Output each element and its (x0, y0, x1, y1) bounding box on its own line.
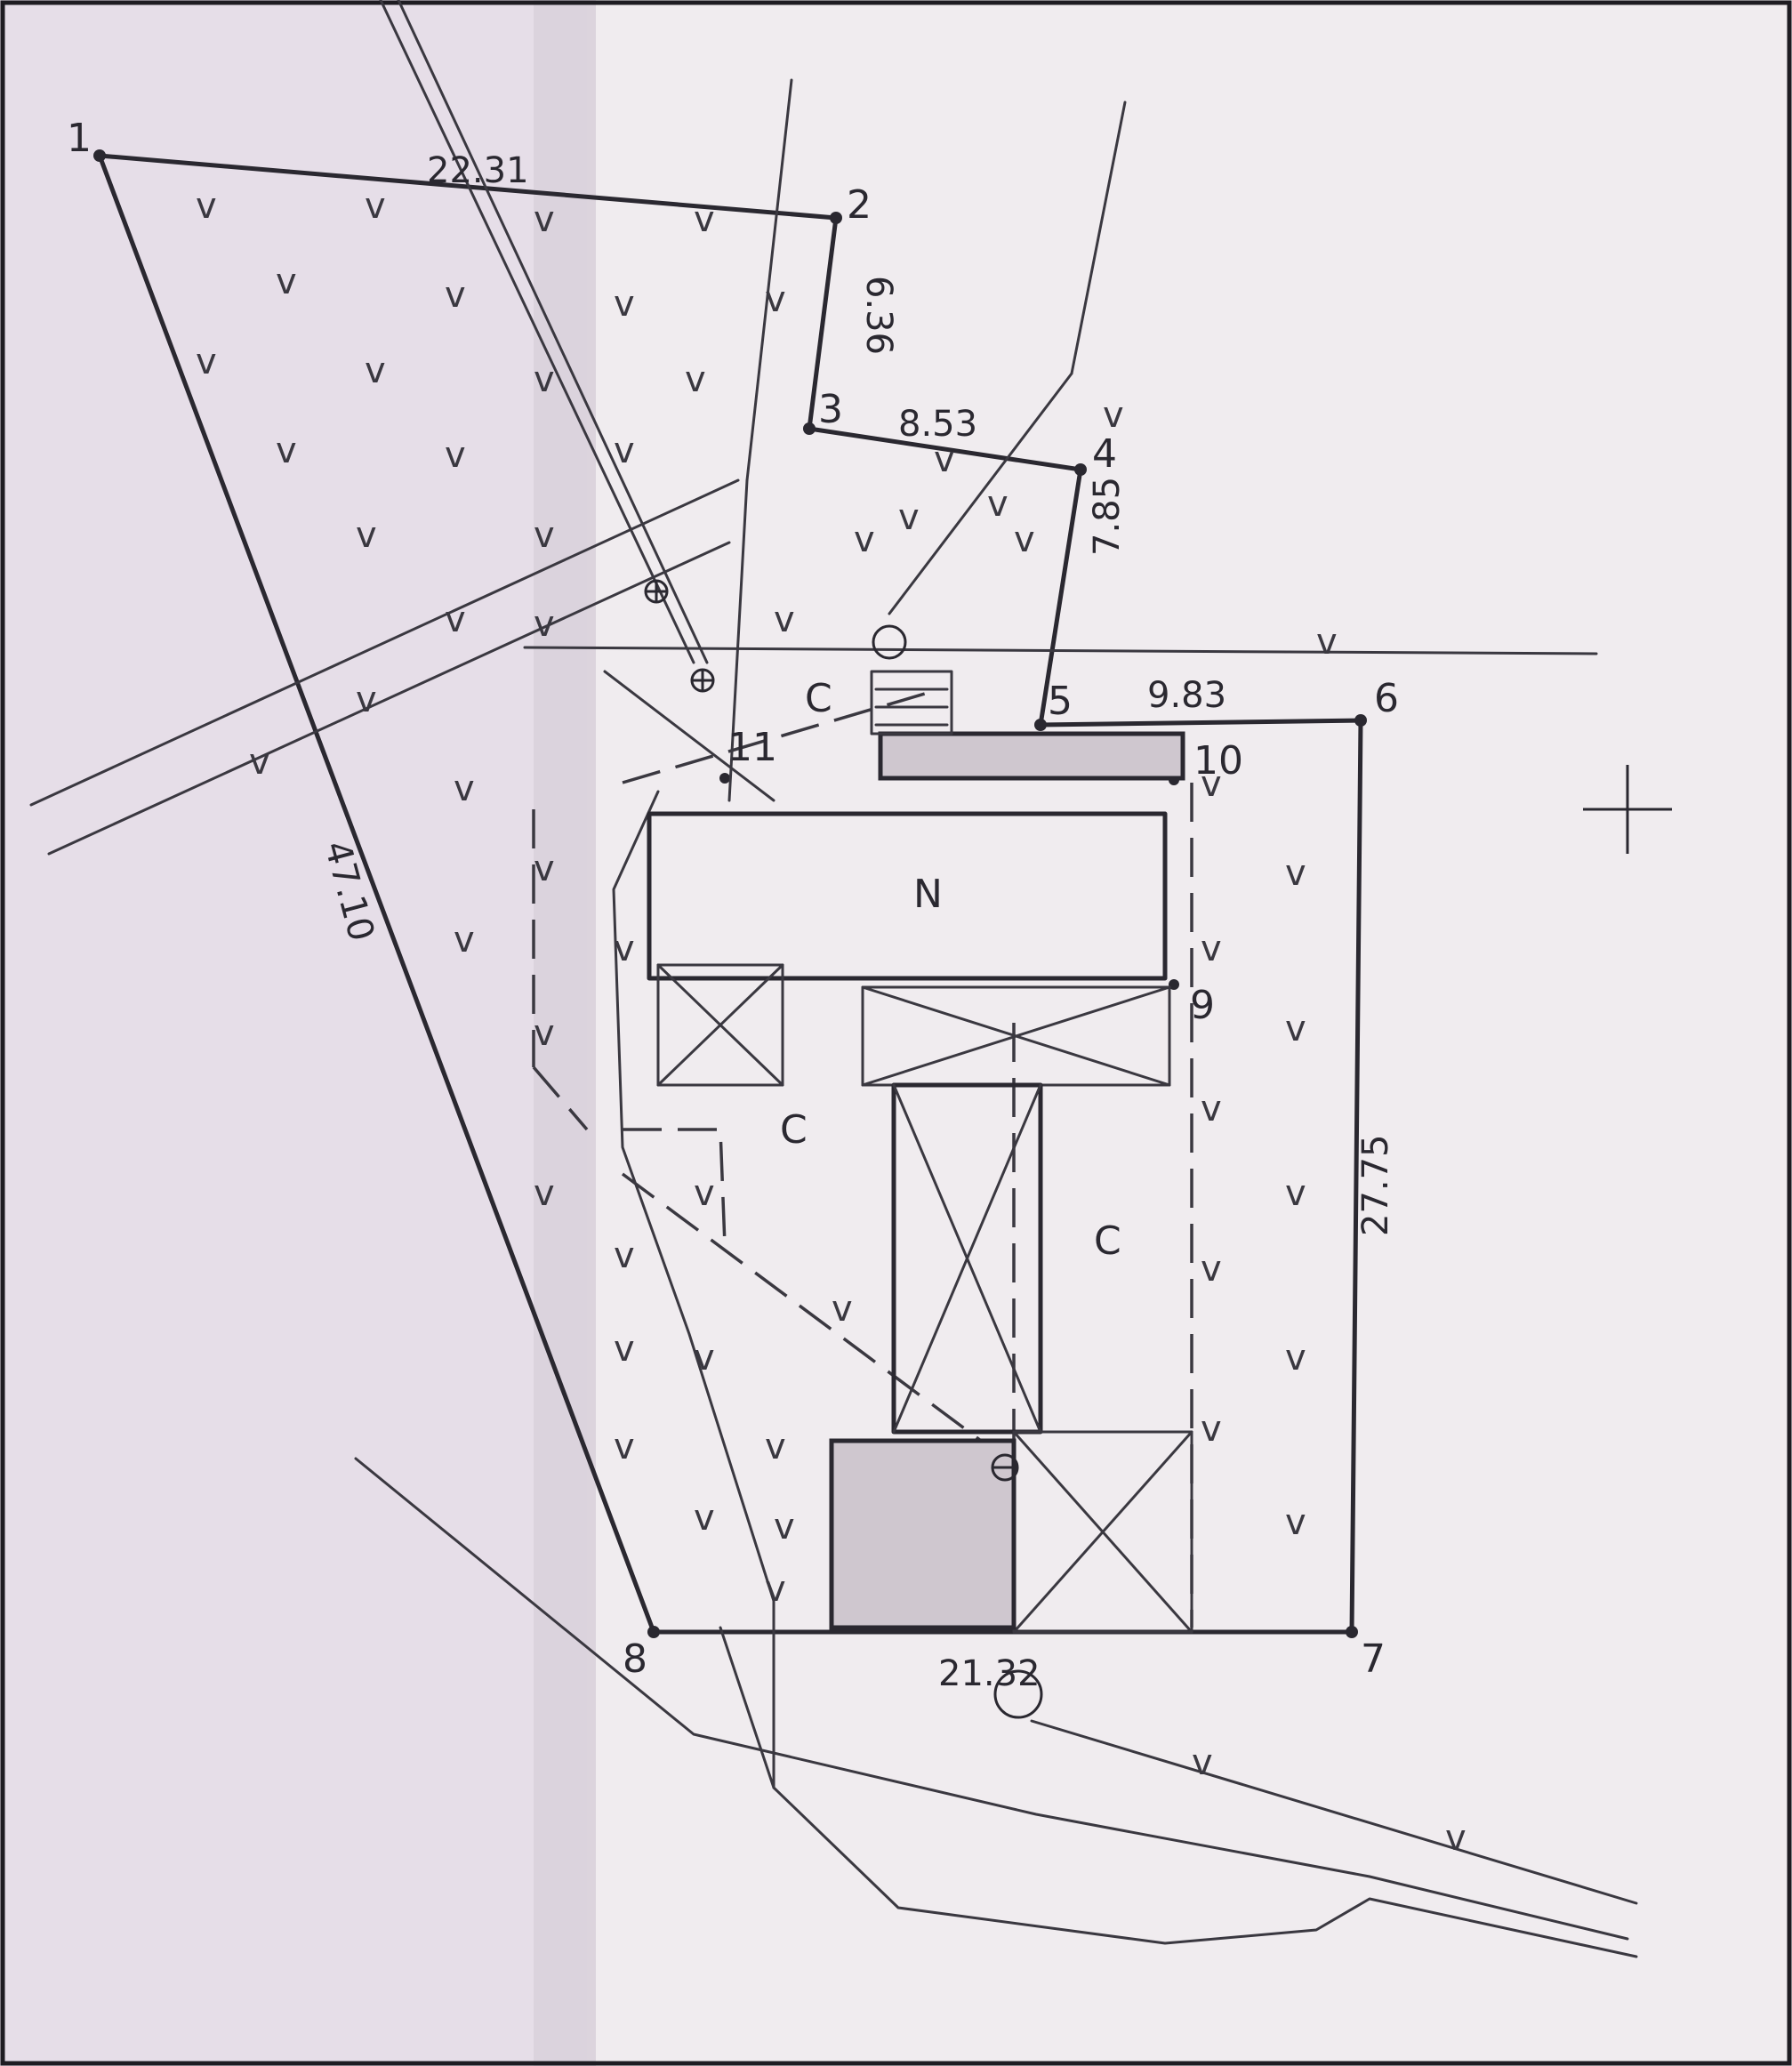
vegetation-symbol: v (356, 679, 377, 720)
point-label-9: 9 (1190, 983, 1215, 1028)
vegetation-symbol: v (534, 359, 555, 400)
vegetation-symbol: v (1201, 928, 1222, 969)
vegetation-symbol: v (196, 342, 217, 382)
dimension-1-2: 22.31 (427, 150, 529, 191)
vegetation-symbol: v (685, 359, 706, 400)
vegetation-symbol: v (534, 1173, 555, 1214)
zone-labels: N C C C (780, 676, 1121, 1264)
vegetation-symbol: v (365, 350, 386, 391)
line-marker-symbol: v (249, 742, 270, 783)
vegetation-symbol: v (454, 920, 475, 961)
dimension-2-3: 6.36 (858, 276, 899, 355)
vegetation-symbol: v (934, 439, 955, 480)
point-label-4: 4 (1092, 431, 1117, 477)
vegetation-symbol: v (832, 1289, 853, 1330)
vegetation-symbol: v (614, 284, 635, 325)
vegetation-symbol: v (1103, 395, 1124, 436)
vegetation-symbol: v (1201, 1249, 1222, 1290)
vegetation-symbol: v (1285, 1173, 1306, 1214)
point-label-7: 7 (1361, 1636, 1386, 1682)
dimension-7-8: 21.32 (938, 1653, 1041, 1694)
vegetation-symbol: v (614, 928, 635, 969)
dimension-6-7: 27.75 (1355, 1134, 1396, 1236)
vegetation-symbol: v (1201, 1409, 1222, 1450)
paper-left-half (0, 0, 587, 2066)
dimension-5-6: 9.83 (1147, 675, 1226, 716)
vegetation-symbol: v (454, 768, 475, 809)
point-label-10: 10 (1193, 738, 1243, 784)
utility-symbols (644, 579, 1672, 1719)
vegetation-symbol: v (445, 435, 466, 476)
point-label-1: 1 (67, 116, 92, 161)
vegetation-symbol: v (614, 1427, 635, 1467)
dimension-4-5: 7.85 (1087, 477, 1128, 556)
vegetation-symbol: v (276, 430, 297, 471)
vegetation-symbol: v (534, 848, 555, 889)
zone-yard-left-label: C (780, 1107, 808, 1153)
point-labels: 1 2 3 4 5 6 7 8 9 10 11 (67, 116, 1399, 1682)
vegetation-symbol: v (987, 484, 1009, 525)
vegetation-symbol: v (445, 275, 466, 316)
line-marker-symbol: v (1445, 1818, 1467, 1859)
line-marker-symbol: v (1192, 1742, 1213, 1783)
vegetation-symbol: v (1014, 519, 1035, 560)
vegetation-symbol: v (774, 1507, 795, 1547)
zone-yard-right-label: C (1094, 1218, 1121, 1264)
point-label-8: 8 (623, 1636, 647, 1682)
point-label-2: 2 (847, 182, 872, 228)
vegetation-symbol: v (1285, 853, 1306, 894)
vegetation-symbol: v (534, 1013, 555, 1054)
vegetation-symbol: v (774, 599, 795, 640)
vegetation-symbol: v (765, 1427, 786, 1467)
point-label-6: 6 (1374, 676, 1399, 721)
vegetation-symbol: v (694, 1338, 715, 1379)
vegetation-symbol: v (854, 519, 875, 560)
vegetation-symbol: v (1285, 1338, 1306, 1379)
dimension-3-4: 8.53 (898, 404, 977, 445)
vegetation-symbol: v (1201, 1089, 1222, 1129)
vegetation-symbol: v (614, 430, 635, 471)
vegetation-symbol: v (694, 1498, 715, 1539)
vegetation-symbol: v (534, 515, 555, 556)
vegetation-symbols: v v v v v v v v v v v v v v v v v v v v v v v v v v v v v v v v v v v v v v v v… (196, 186, 1467, 1859)
vegetation-symbol: v (534, 199, 555, 240)
vegetation-symbol: v (1201, 764, 1222, 805)
vegetation-symbol: v (356, 515, 377, 556)
vegetation-symbol: v (765, 279, 786, 320)
vegetation-symbol: v (765, 1569, 786, 1610)
point-label-3: 3 (818, 387, 843, 432)
point-label-5: 5 (1048, 679, 1073, 724)
boundary-point-markers (93, 149, 1367, 1638)
vegetation-symbol: v (196, 186, 217, 227)
point-label-11: 11 (727, 725, 777, 770)
vegetation-symbol: v (694, 1173, 715, 1214)
vegetation-symbol: v (534, 604, 555, 645)
vegetation-symbol: v (1285, 1009, 1306, 1049)
building-structure (647, 670, 1193, 1634)
road-lines (29, 0, 1638, 1958)
line-marker-symbol: v (1316, 622, 1338, 663)
line-marker-symbol: v (898, 497, 920, 538)
vegetation-symbol: v (1285, 1502, 1306, 1543)
zone-building-label: N (913, 872, 943, 917)
paper-right-half (596, 0, 1792, 2066)
vegetation-symbol: v (276, 261, 297, 302)
vegetation-symbol: v (445, 599, 466, 640)
vegetation-symbol: v (694, 199, 715, 240)
vegetation-symbol: v (614, 1235, 635, 1276)
vegetation-symbol: v (614, 1329, 635, 1370)
vegetation-symbol: v (365, 186, 386, 227)
zone-yard-top-label: C (805, 676, 832, 721)
